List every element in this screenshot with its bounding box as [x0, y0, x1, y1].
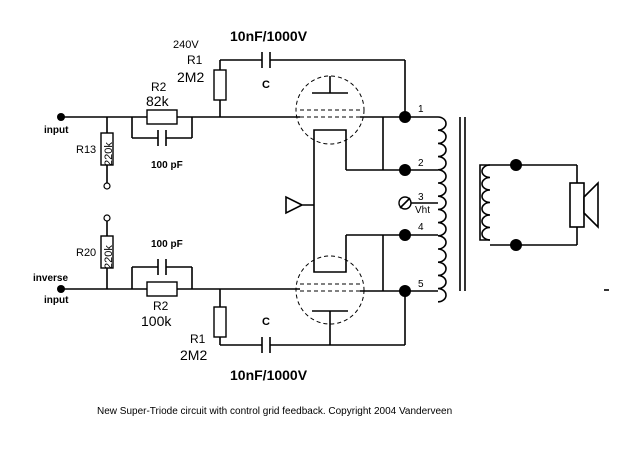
inverse-label-line2: input	[44, 295, 69, 306]
lower-triode-cathode	[313, 262, 347, 273]
tap-5-label: 5	[418, 279, 424, 290]
top-r2-label: R2	[151, 80, 167, 94]
tap-2-label: 2	[418, 158, 424, 169]
tap-3-label: 3	[418, 192, 424, 203]
bottom-r1-label: R1	[190, 332, 206, 346]
tap-4-label: 4	[418, 222, 424, 233]
bottom-pf-label: 100 pF	[151, 239, 183, 250]
upper-triode-envelope	[295, 75, 365, 145]
bottom-cap-label: C	[262, 316, 270, 328]
top-cap-value-label: 10nF/1000V	[230, 28, 308, 44]
upper-stage	[57, 52, 406, 262]
secondary-winding	[481, 164, 491, 241]
bottom-r2-value-label: 100k	[141, 313, 172, 329]
bottom-r1-value-label: 2M2	[180, 347, 207, 363]
top-r2-value-label: 82k	[146, 93, 170, 109]
upper-triode-cathode	[313, 129, 347, 140]
top-r1-resistor	[213, 69, 227, 101]
caption: New Super-Triode circuit with control gr…	[97, 406, 452, 417]
r20-label: R20	[76, 247, 96, 259]
vht-label: Vht	[415, 205, 430, 216]
top-r1-value-label: 2M2	[177, 69, 204, 85]
top-cap-label: C	[262, 79, 270, 91]
bottom-cap-value-label: 10nF/1000V	[230, 367, 308, 383]
input-label: input	[44, 125, 69, 136]
bottom-r2-label: R2	[153, 299, 169, 313]
r20-value-label: 220k	[103, 245, 115, 269]
r13-value-label: 220k	[103, 142, 115, 166]
lower-triode-envelope	[295, 255, 365, 325]
inverse-label-line1: inverse	[33, 273, 68, 284]
bottom-r1-resistor	[213, 306, 227, 338]
primary-winding	[437, 116, 447, 303]
top-r1-label: R1	[187, 53, 203, 67]
heater-arrow	[285, 195, 314, 215]
top-pf-label: 100 pF	[151, 160, 183, 171]
speaker-icon	[569, 181, 599, 229]
lower-stage	[57, 214, 406, 353]
top-voltage-label: 240V	[173, 39, 199, 51]
top-r2-resistor	[146, 109, 178, 125]
output-transformer	[398, 111, 578, 303]
tap-1-label: 1	[418, 104, 424, 115]
r20-ground-terminal	[103, 214, 111, 222]
bottom-r2-resistor	[146, 281, 178, 297]
r13-ground-terminal	[103, 182, 111, 190]
r13-label: R13	[76, 144, 96, 156]
